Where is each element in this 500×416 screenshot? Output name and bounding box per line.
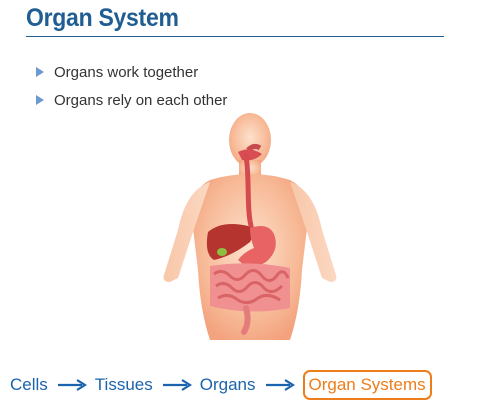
page-title: Organ System [26,4,179,32]
flow-item-organ-systems: Organ Systems [302,370,432,400]
title-divider [26,36,444,37]
arrow-right-icon [162,379,192,391]
flow-item-tissues: Tissues [94,375,153,394]
bullet-text: Organs rely on each other [54,91,228,109]
esophagus [238,143,262,233]
intestines [210,263,290,335]
stomach [238,226,276,267]
triangle-bullet-icon [36,67,44,77]
organization-flow: Cells Tissues Organs Organ Systems [10,368,490,402]
digestive-system-illustration [163,113,337,340]
triangle-bullet-icon [36,95,44,105]
arrow-right-icon [57,379,87,391]
flow-item-cells: Cells [10,375,48,394]
bullet-item: Organs rely on each other [36,86,227,114]
bullet-list: Organs work together Organs rely on each… [36,58,227,114]
bullet-item: Organs work together [36,58,227,86]
bullet-text: Organs work together [54,63,199,81]
flow-item-organs: Organs [199,375,256,394]
gallbladder [217,248,227,256]
arrow-right-icon [265,379,295,391]
